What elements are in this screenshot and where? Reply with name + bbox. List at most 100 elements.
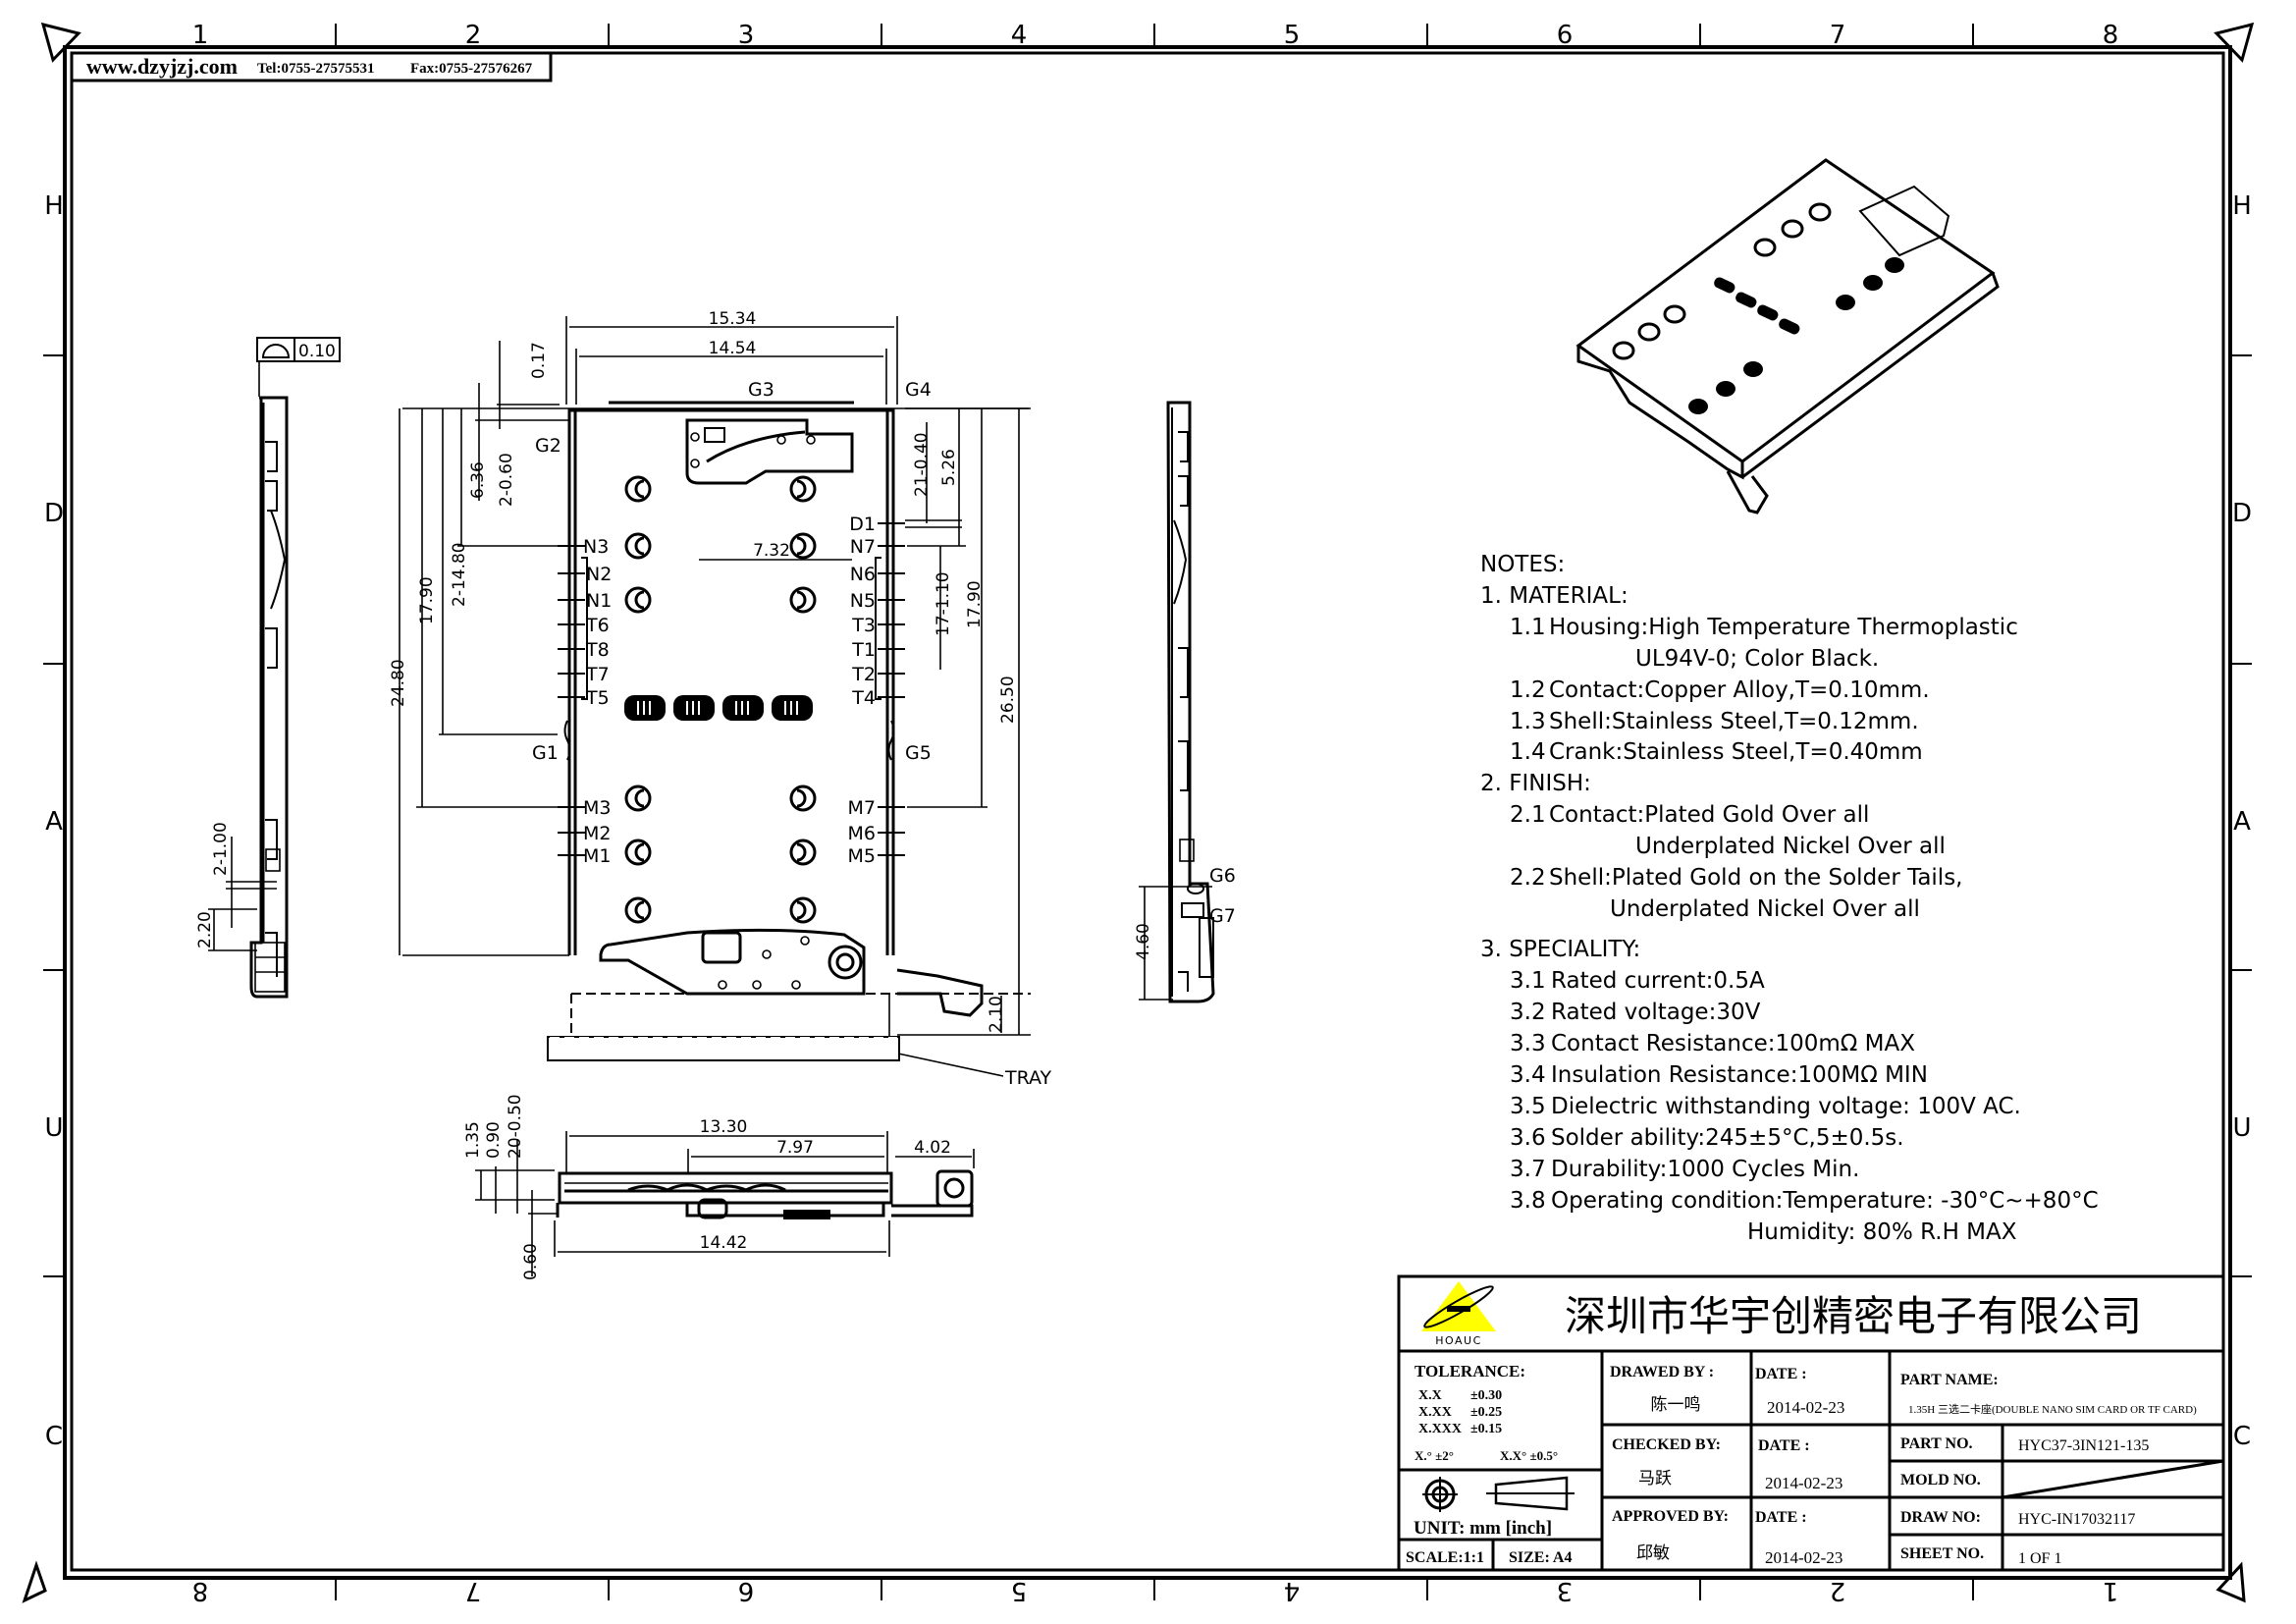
sheet-no-label: SHEET NO. (1900, 1545, 1984, 1562)
note-text: Underplated Nickel Over all (1635, 834, 1946, 859)
dim-label: 7.97 (776, 1138, 814, 1158)
note-text: Shell:Stainless Steel,T=0.12mm. (1549, 709, 1919, 734)
pin-label: N2 (586, 564, 612, 585)
plan-view: 15.34 14.54 0.17 2-0.60 (389, 309, 1052, 1089)
dim-label: 4.60 (1134, 923, 1153, 960)
dim-label: 24.80 (389, 659, 408, 707)
dim-label: 2.10 (987, 996, 1006, 1033)
tel-text: Tel:0755-27575531 (257, 61, 374, 77)
pin-label: T1 (851, 639, 876, 661)
zone-label: 6 (1557, 21, 1574, 50)
unit-label: UNIT: mm [inch] (1414, 1518, 1552, 1539)
ground-label: G3 (748, 379, 774, 401)
note-text: Durability:1000 Cycles Min. (1551, 1157, 1859, 1182)
pin-label: N6 (850, 564, 876, 585)
contact-header: www.dzyjzj.com Tel:0755-27575531 Fax:075… (70, 51, 553, 82)
note-num: 3.6 (1510, 1125, 1546, 1151)
website-text: www.dzyjzj.com (86, 54, 238, 79)
orientation-marker-icon (22, 1560, 47, 1603)
notes-heading: 2. FINISH: (1480, 771, 1591, 796)
note-text: Rated current:0.5A (1551, 968, 1765, 994)
zone-label: 4 (1284, 1576, 1301, 1605)
dim-label: 20-0.50 (506, 1094, 525, 1159)
dim-label: 14.42 (700, 1233, 748, 1253)
note-num: 1.1 (1510, 615, 1546, 640)
zone-label: 2 (465, 21, 482, 50)
pin-label: T3 (851, 615, 876, 636)
zone-label: A (2233, 807, 2251, 837)
note-num: 1.3 (1510, 709, 1546, 734)
pin-label: N3 (583, 536, 609, 558)
company-logo: HOAUC (1421, 1281, 1496, 1347)
zone-label: 1 (192, 21, 209, 50)
pin-label: M2 (583, 823, 611, 844)
note-num: 1.4 (1510, 739, 1546, 765)
sheet-no: 1 OF 1 (2018, 1550, 2061, 1567)
note-num: 3.1 (1510, 968, 1546, 994)
draw-no: HYC-IN17032117 (2018, 1511, 2135, 1528)
tolerance-value: ±0.15 (1470, 1422, 1502, 1436)
pin-label: N5 (850, 590, 876, 612)
isometric-view (1575, 158, 2000, 514)
dim-label: 15.34 (709, 309, 757, 329)
note-num: 3.3 (1510, 1031, 1546, 1056)
note-text: Housing:High Temperature Thermoplastic (1549, 615, 2018, 640)
dim-label: 6.36 (468, 461, 488, 499)
dim-label: 1.35 (463, 1121, 483, 1159)
zone-label: 4 (1011, 21, 1028, 50)
flatness-value: 0.10 (298, 342, 336, 361)
note-text: Contact:Copper Alloy,T=0.10mm. (1549, 677, 1930, 703)
pin-label: T7 (585, 664, 610, 685)
zone-label: H (2232, 191, 2252, 221)
zone-label: 5 (1011, 1576, 1028, 1605)
flatness-icon (261, 344, 291, 358)
pin-label: T5 (585, 687, 610, 709)
date-checked: 2014-02-23 (1765, 1474, 1842, 1492)
angle-tolerance: X.X° ±0.5° (1500, 1448, 1558, 1463)
pin-label: T6 (585, 615, 610, 636)
pin-label: M1 (583, 845, 611, 867)
zone-label: C (45, 1422, 63, 1451)
zone-label: U (44, 1113, 63, 1143)
note-num: 2.1 (1510, 802, 1546, 828)
zone-label: 7 (1830, 21, 1846, 50)
note-text: Underplated Nickel Over all (1610, 896, 1920, 922)
dim-label: 0.90 (484, 1121, 504, 1159)
zone-label: 7 (465, 1576, 482, 1605)
date-approved: 2014-02-23 (1765, 1548, 1842, 1567)
drawn-by-label: DRAWED BY : (1610, 1364, 1714, 1380)
zone-label: 8 (2103, 21, 2119, 50)
dim-label: 0.60 (521, 1243, 541, 1280)
contact-dimple-icon (789, 475, 817, 924)
zone-label: C (2233, 1422, 2251, 1451)
part-name: 1.35H 三选二卡座(DOUBLE NANO SIM CARD OR TF C… (1908, 1402, 2197, 1416)
checked-by-name: 马跃 (1638, 1469, 1672, 1488)
dim-label: 13.30 (700, 1117, 748, 1137)
ground-label: G6 (1209, 865, 1236, 887)
dim-label: 17.90 (417, 576, 437, 624)
ground-label: G1 (532, 742, 559, 764)
pin-label: N7 (850, 536, 876, 558)
company-name: 深圳市华宇创精密电子有限公司 (1565, 1292, 2142, 1340)
note-text: Shell:Plated Gold on the Solder Tails, (1549, 865, 1963, 891)
orientation-marker-icon (2216, 1561, 2246, 1603)
note-text: UL94V-0; Color Black. (1635, 646, 1879, 672)
tolerance-key: X.XXX (1418, 1422, 1462, 1436)
dim-label: 14.54 (709, 339, 757, 358)
note-text: Humidity: 80% R.H MAX (1747, 1219, 2017, 1245)
note-text: Solder ability:245±5°C,5±0.5s. (1551, 1125, 1904, 1151)
dim-label: 2-14.80 (450, 542, 469, 607)
orientation-marker-icon (2214, 22, 2255, 63)
note-text: Insulation Resistance:100MΩ MIN (1551, 1062, 1928, 1088)
mold-no-label: MOLD NO. (1900, 1472, 1981, 1489)
date-label: DATE : (1755, 1366, 1807, 1382)
zone-label: H (44, 191, 64, 221)
pin-label: D1 (849, 514, 876, 535)
projection-symbol-icon (1422, 1476, 1575, 1512)
dim-label: 21-0.40 (912, 432, 932, 497)
pin-label: M5 (848, 845, 876, 867)
dim-label: 2-0.60 (497, 453, 516, 507)
pin-label: T2 (851, 664, 876, 685)
front-view: 13.30 7.97 4.02 14.42 1.35 0.90 20-0.50 … (463, 1094, 975, 1280)
